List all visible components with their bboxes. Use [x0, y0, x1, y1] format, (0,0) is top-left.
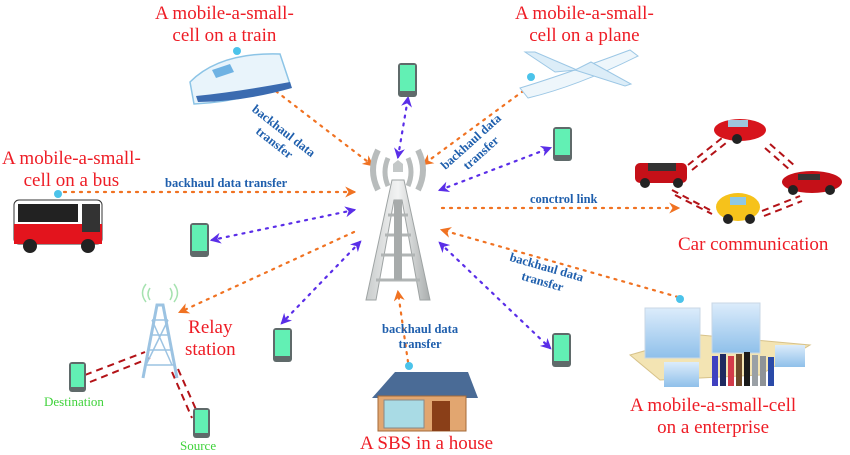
link-enterprise-sbs	[439, 227, 680, 299]
link-sbs-phone-top	[394, 95, 412, 160]
bus-label-line2: cell on a bus	[23, 170, 120, 191]
phone-icons	[69, 63, 572, 438]
link-sbs-phone-left	[209, 206, 357, 244]
backhaul-links	[62, 60, 681, 364]
car-label: Car communication	[678, 234, 829, 255]
train-icon	[189, 47, 292, 105]
house-icon	[372, 362, 478, 432]
relay-tower-icon	[141, 283, 179, 379]
d2d-links	[84, 137, 803, 419]
car-icon	[716, 193, 760, 224]
phone-icon	[553, 127, 572, 161]
plane-label-line1: A mobile-a-small-	[515, 3, 654, 24]
bus-label: A mobile-a-small- cell on a bus	[2, 148, 141, 192]
house-link-label-line2: transfer	[398, 337, 442, 351]
bus-icon	[13, 190, 103, 253]
people-icon	[712, 352, 774, 386]
source-label: Source	[180, 438, 217, 453]
office-building-icon	[628, 295, 812, 387]
relay-label-line1: Relay	[188, 317, 233, 338]
phone-icon	[552, 333, 571, 367]
plane-label: A mobile-a-small- cell on a plane	[515, 3, 654, 47]
phone-icon	[273, 328, 292, 362]
phone-icon-destination	[69, 362, 86, 392]
phone-icon	[190, 223, 209, 257]
cell-tower-icon	[365, 148, 431, 301]
link-plane-sbs	[422, 84, 532, 166]
phone-icon-source	[193, 408, 210, 438]
train-label: A mobile-a-small- cell on a train	[155, 3, 294, 47]
house-link-label: backhaul data transfer	[382, 322, 458, 352]
car-icon	[714, 119, 766, 144]
enterprise-label-line1: A mobile-a-small-cell	[630, 395, 797, 416]
train-label-line2: cell on a train	[172, 25, 277, 46]
bus-link-label: backhaul data transfer	[165, 176, 288, 190]
relay-label-line2: station	[185, 339, 236, 360]
link-house-sbs	[393, 289, 410, 364]
car-icon	[635, 163, 687, 188]
access-links	[209, 95, 553, 350]
plane-icon	[519, 49, 639, 99]
link-sbs-phone-lower-left	[280, 240, 362, 325]
link-sbs-phone-lower-right	[438, 241, 552, 350]
enterprise-label: A mobile-a-small-cell on a enterprise	[630, 395, 796, 439]
house-link-label-line1: backhaul data	[382, 322, 459, 336]
plane-label-line2: cell on a plane	[529, 25, 640, 46]
car-icon	[782, 171, 842, 195]
enterprise-label-line2: on a enterprise	[657, 417, 770, 438]
destination-label: Destination	[44, 394, 104, 409]
relay-label: Relay station	[185, 317, 236, 361]
phone-icon	[398, 63, 417, 97]
train-label-line1: A mobile-a-small-	[155, 3, 294, 24]
bus-label-line1: A mobile-a-small-	[2, 148, 141, 169]
link-sbs-phone-right	[437, 146, 553, 192]
control-link-label: conctrol link	[530, 192, 598, 206]
house-label: A SBS in a house	[360, 433, 494, 454]
car-icons	[635, 119, 842, 224]
